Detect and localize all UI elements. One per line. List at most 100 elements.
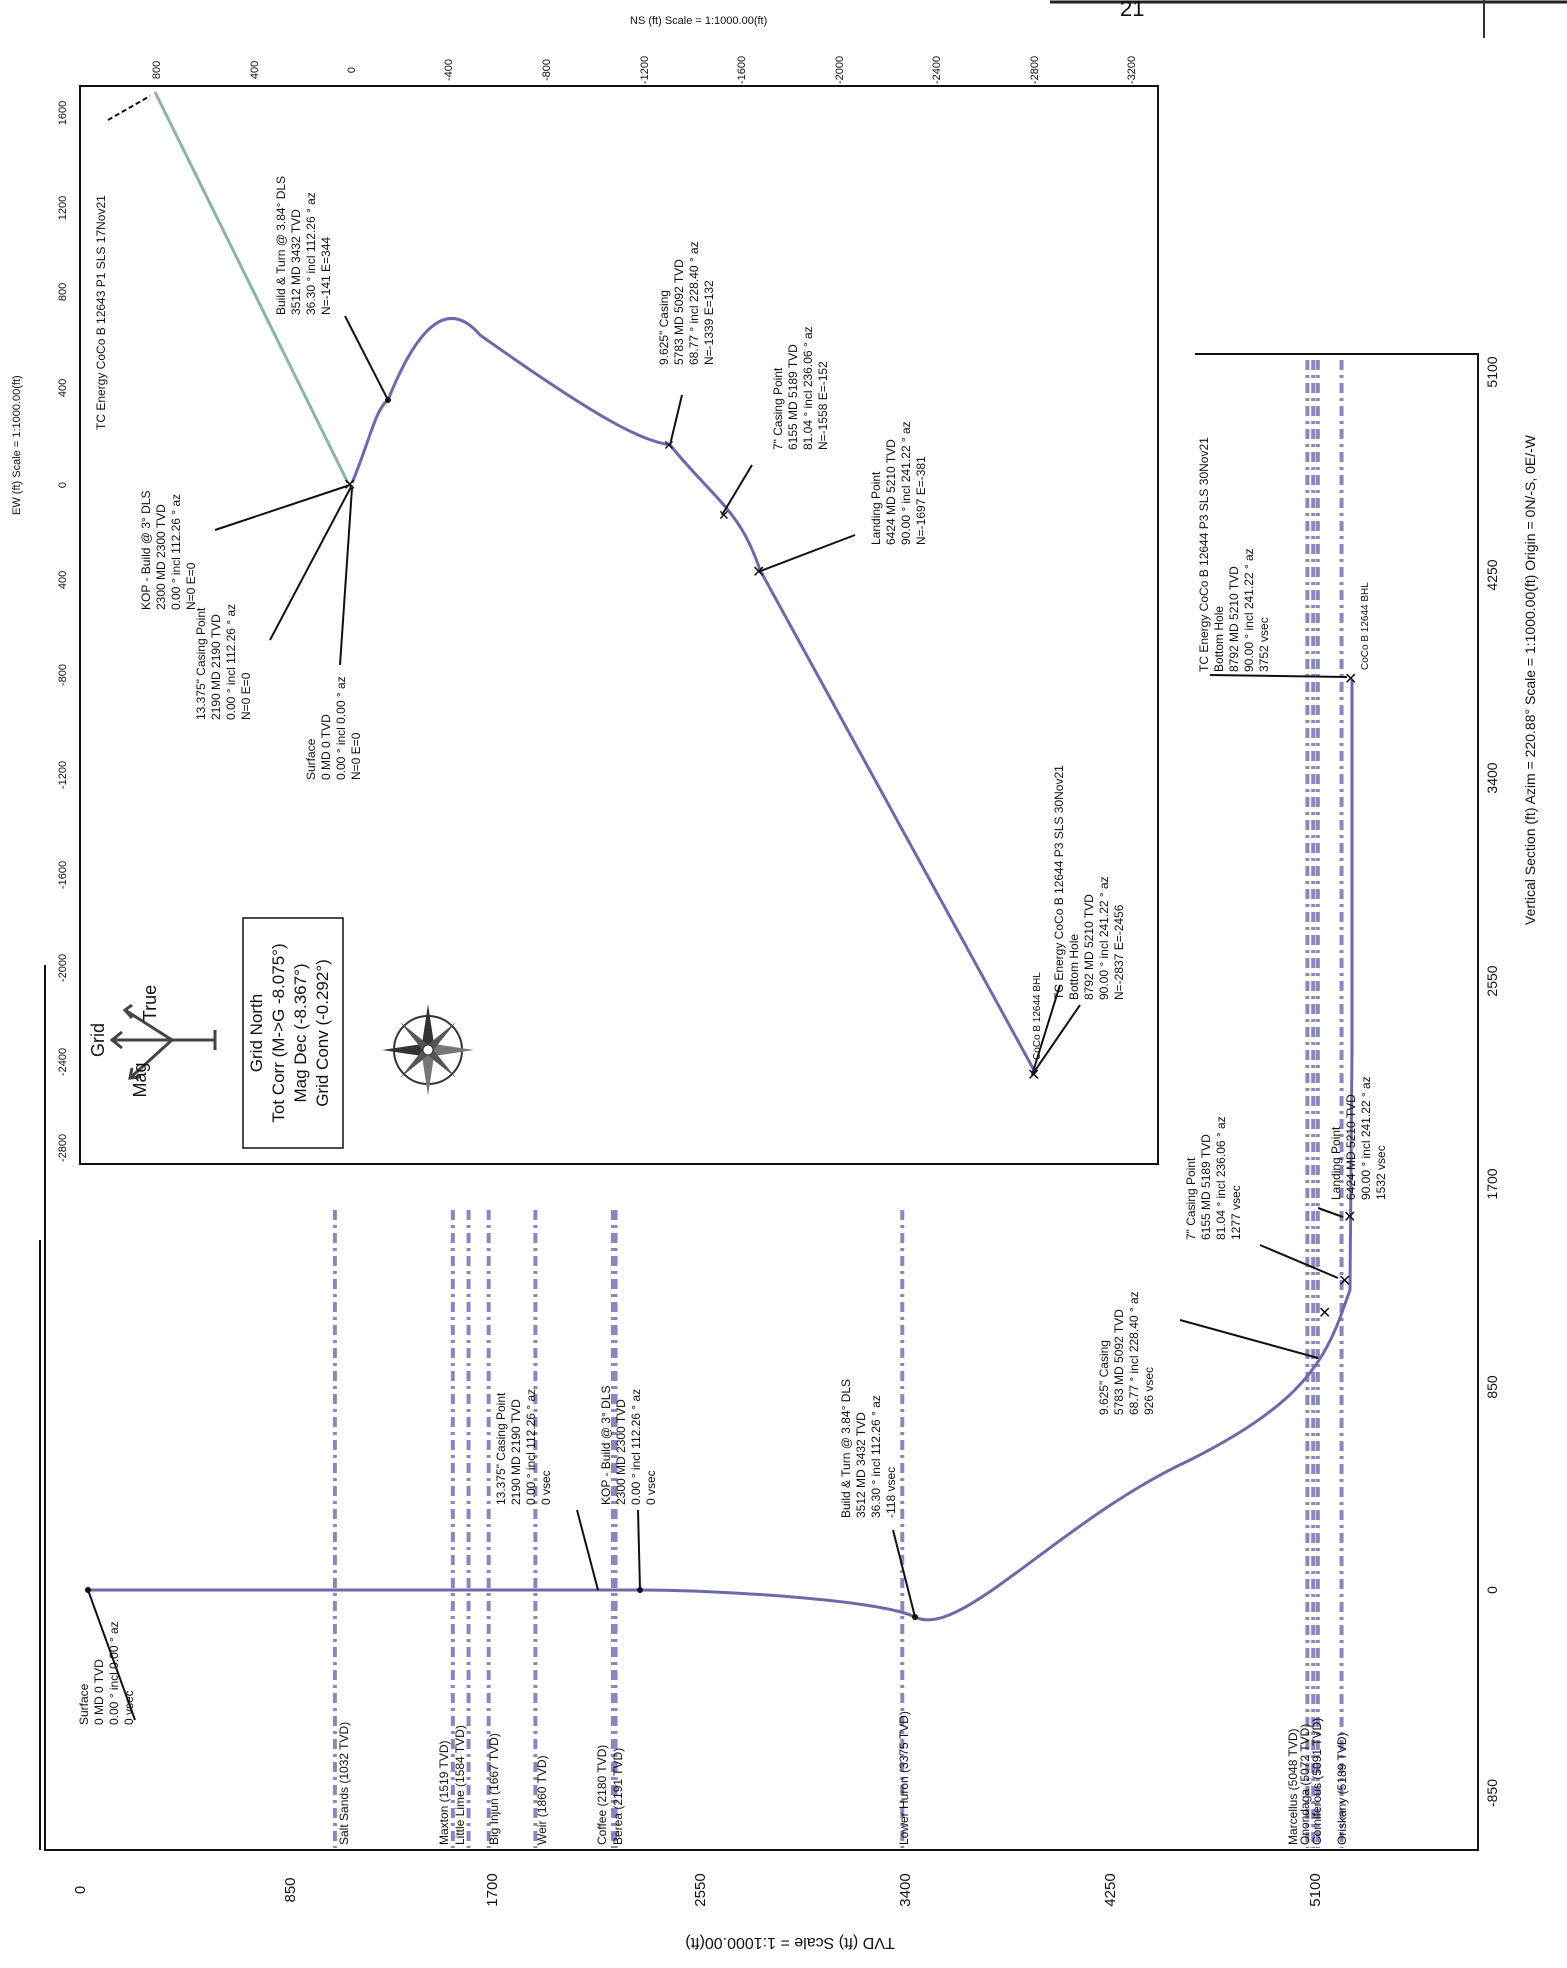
vsec-tick: 1700 xyxy=(1484,1168,1500,1199)
section-annotation-bottom-hole: TC Energy CoCo B 12644 P3 SLS 30Nov21 Bo… xyxy=(1197,437,1271,672)
section-annotation-13375: 13.375" Casing Point 2190 MD 2190 TVD 0.… xyxy=(494,1389,553,1505)
annotation-line: Landing Point xyxy=(869,471,883,545)
grid-conv-line: Grid Conv (-0.292°) xyxy=(313,959,332,1107)
annotation-line: Bottom Hole xyxy=(1067,934,1081,1000)
ns-tick: -2000 xyxy=(834,56,846,84)
grid-north-box xyxy=(242,917,344,1149)
true-arrow xyxy=(124,1008,173,1042)
annotation-line: 7" Casing Point xyxy=(1184,1157,1198,1240)
annotation-line: 2190 MD 2190 TVD xyxy=(509,1399,523,1505)
page-top-marks: 21 xyxy=(1050,0,1567,38)
annotation-line: 0.00 ° incl 112.26 ° az xyxy=(629,1389,643,1505)
vsec-tick: 3400 xyxy=(1484,762,1500,793)
mag-dec-line: Mag Dec (-8.367°) xyxy=(291,963,310,1102)
vsec-tick: 2550 xyxy=(1484,965,1500,996)
vsec-tick: 0 xyxy=(1484,1586,1500,1594)
ew-tick: -1200 xyxy=(57,761,69,789)
vsec-tick: 850 xyxy=(1484,1375,1500,1399)
true-label: True xyxy=(140,985,160,1021)
page-number: 21 xyxy=(1120,0,1144,21)
annotation-line: 5783 MD 5092 TVD xyxy=(672,259,686,365)
annotation-line: 8792 MD 5210 TVD xyxy=(1082,894,1096,1000)
section-axis-title: Vertical Section (ft) Azim = 220.88° Sca… xyxy=(1522,434,1538,925)
ns-tick: -1600 xyxy=(736,56,748,84)
annotation-line: 0.00 ° incl 0.00 ° az xyxy=(334,676,348,780)
annotation-line: N=-1339 E=132 xyxy=(702,280,716,365)
annotation-line: 926 vsec xyxy=(1142,1367,1156,1415)
vsec-tick: 4250 xyxy=(1484,559,1500,590)
ew-axis-title: EW (ft) Scale = 1:1000.00(ft) xyxy=(11,375,23,515)
north-arrow-group xyxy=(109,1003,217,1080)
ew-tick: -2000 xyxy=(57,954,69,982)
ew-tick: -1600 xyxy=(57,861,69,889)
annotation-line: 81.04 ° incl 236.06 ° az xyxy=(801,326,815,450)
plan-annotation-kop: KOP - Build @ 3° DLS 2300 MD 2300 TVD 0.… xyxy=(139,491,198,610)
section-view: 0 850 1700 2550 3400 4250 5100 -850 0 85… xyxy=(39,353,1500,1907)
casing-9625-marker: ✕ xyxy=(1318,1305,1331,1322)
casing-7-marker: ✕ xyxy=(1338,1273,1351,1290)
compass-rose-icon xyxy=(382,1004,474,1096)
annotation-line: 6155 MD 5189 TVD xyxy=(786,344,800,450)
grid-north-text: Grid North Tot Corr (M->G -8.075°) Mag D… xyxy=(247,943,332,1122)
tvd-tick: 2550 xyxy=(692,1873,709,1906)
ns-tick: -2800 xyxy=(1029,56,1041,84)
annotation-line: 0 MD 0 TVD xyxy=(92,1659,106,1725)
ns-tick-labels: 800 400 0 -400 -800 -1200 -1600 -2000 -2… xyxy=(151,56,1138,84)
plan-annotation-surface: Surface 0 MD 0 TVD 0.00 ° incl 0.00 ° az… xyxy=(304,676,363,780)
grid-label: Grid xyxy=(88,1023,108,1057)
section-well-path xyxy=(88,680,1354,1622)
ns-axis-title: NS (ft) Scale = 1:1000.00(ft) xyxy=(630,15,767,27)
section-annotation-7in: 7" Casing Point 6155 MD 5189 TVD 81.04 °… xyxy=(1184,1116,1243,1240)
annotation-line: 36.30 ° incl 112.26 ° az xyxy=(304,192,318,315)
plan-view: 800 400 0 -400 -800 -1200 -1600 -2000 -2… xyxy=(57,56,1159,1165)
plan-annotation-7in: 7" Casing Point 6155 MD 5189 TVD 81.04 °… xyxy=(771,326,830,450)
ew-tick: -2400 xyxy=(57,1048,69,1076)
annotation-line: 0.00 ° incl 0.00 ° az xyxy=(107,1621,121,1725)
section-annotation-surface: Surface 0 MD 0 TVD 0.00 ° incl 0.00 ° az… xyxy=(77,1621,136,1725)
plan-annotation-bottom-hole: TC Energy CoCo B 12644 P3 SLS 30Nov21 Bo… xyxy=(1052,765,1126,1000)
annotation-line: 13.375" Casing Point xyxy=(494,1392,508,1505)
formation-labels: Salt Sands (1032 TVD) Maxton (1519 TVD) … xyxy=(337,1711,1349,1845)
annotation-line: 68.77 ° incl 228.40 ° az xyxy=(687,241,701,365)
section-annotation-landing: Landing Point 6424 MD 5210 TVD 90.00 ° i… xyxy=(1329,1076,1388,1200)
annotation-line: KOP - Build @ 3° DLS xyxy=(139,491,153,610)
annotation-line: N=0 E=0 xyxy=(184,562,198,610)
annotation-line: TC Energy CoCo B 12644 P3 SLS 30Nov21 xyxy=(1052,765,1066,1000)
annotation-line: 0 vsec xyxy=(122,1690,136,1725)
tvd-tick: 0 xyxy=(72,1886,89,1894)
section-leader-lines xyxy=(87,674,1348,1721)
annotation-line: Bottom Hole xyxy=(1212,606,1226,672)
annotation-line: N=-1558 E=-152 xyxy=(816,361,830,450)
annotation-line: TC Energy CoCo B 12643 P1 SLS 17Nov21 xyxy=(94,195,108,430)
formation-label: Weir (1860 TVD) xyxy=(535,1755,549,1845)
annotation-line: Landing Point xyxy=(1329,1126,1343,1200)
annotation-line: 0 MD 0 TVD xyxy=(319,714,333,780)
annotation-line: 90.00 ° incl 241.22 ° az xyxy=(1097,876,1111,1000)
tvd-tick-labels: 0 850 1700 2550 3400 4250 5100 xyxy=(72,1873,1324,1906)
annotation-line: N=-2837 E=-2456 xyxy=(1112,904,1126,1000)
ew-tick: 400 xyxy=(57,379,69,397)
ns-tick: 400 xyxy=(249,61,261,79)
ns-tick: -400 xyxy=(443,59,455,81)
annotation-line: 8792 MD 5210 TVD xyxy=(1227,566,1241,672)
annotation-line: 9.625" Casing xyxy=(657,290,671,365)
section-annotation-kop: KOP - Build @ 3° DLS 2300 MD 2300 TVD 0.… xyxy=(599,1386,658,1505)
plan-annotation-build-turn: Build & Turn @ 3.84° DLS 3512 MD 3432 TV… xyxy=(274,176,333,315)
formation-label: Onondaga (5072 TVD) xyxy=(1298,1724,1312,1845)
annotation-line: 1532 vsec xyxy=(1374,1145,1388,1200)
annotation-line: -118 vsec xyxy=(884,1467,898,1518)
annotation-line: 6424 MD 5210 TVD xyxy=(884,439,898,545)
tvd-tick: 4250 xyxy=(1102,1873,1119,1906)
formation-label: Maxton (1519 TVD) xyxy=(437,1741,451,1846)
annotation-line: 90.00 ° incl 241.22 ° az xyxy=(899,421,913,545)
annotation-line: 68.77 ° incl 228.40 ° az xyxy=(1127,1291,1141,1415)
tvd-axis-title: TVD (ft) Scale = 1:1000.00(ft) xyxy=(685,1934,894,1951)
formation-label: Little Lime (1584 TVD) xyxy=(453,1725,467,1845)
ns-tick: 800 xyxy=(151,61,163,79)
ew-tick: 400 xyxy=(57,571,69,589)
tot-corr-line: Tot Corr (M->G -8.075°) xyxy=(269,943,288,1122)
ns-tick: -800 xyxy=(541,59,553,81)
plan-7in-marker: ✕ xyxy=(718,507,730,523)
annotation-line: N=0 E=0 xyxy=(239,672,253,720)
p1-leader-line xyxy=(107,95,151,121)
